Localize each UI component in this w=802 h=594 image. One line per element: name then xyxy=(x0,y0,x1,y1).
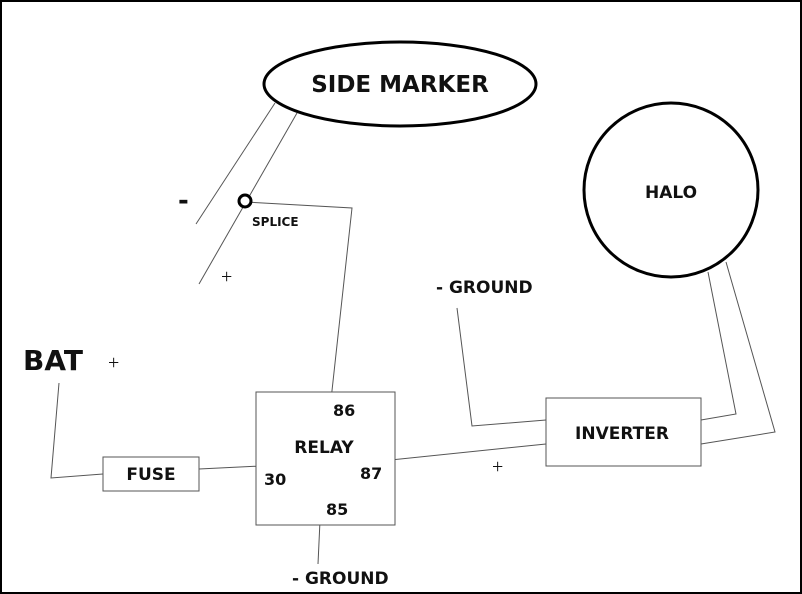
inverter-to-halo-wire-2 xyxy=(700,261,776,445)
relay-ground-label: - GROUND xyxy=(292,569,389,589)
relay-pin-86: 86 xyxy=(333,401,355,420)
inverter-label: INVERTER xyxy=(575,424,669,444)
inverter-to-halo-wire-1 xyxy=(700,271,737,421)
fuse-label: FUSE xyxy=(126,465,175,485)
side-marker-positive-sign: + xyxy=(221,266,232,288)
battery-positive-sign: + xyxy=(108,352,119,374)
relay-label: RELAY xyxy=(294,438,354,458)
halo-lamp xyxy=(582,101,760,279)
inverter-ground-label: - GROUND xyxy=(436,278,533,298)
halo-label: HALO xyxy=(645,183,697,203)
splice-label: SPLICE xyxy=(252,215,299,229)
inverter-positive-sign: + xyxy=(492,456,503,478)
relay-pin-85: 85 xyxy=(326,500,348,519)
inverter-box xyxy=(545,397,702,467)
side-marker-label: SIDE MARKER xyxy=(311,72,489,98)
side-marker-lamp xyxy=(262,40,538,128)
relay-87-to-inverter-wire xyxy=(370,443,547,463)
splice-to-relay-86-wire xyxy=(245,201,353,419)
relay-box xyxy=(255,391,396,526)
relay-pin-30: 30 xyxy=(264,470,286,489)
fuse-box xyxy=(102,456,200,492)
battery-to-fuse-wire xyxy=(50,382,104,479)
side-marker-negative-wire xyxy=(195,102,276,225)
battery-label: BAT xyxy=(23,344,83,377)
relay-pin-87: 87 xyxy=(360,464,382,483)
side-marker-negative-sign: - xyxy=(178,186,189,216)
inverter-ground-wire xyxy=(456,307,547,427)
splice-icon xyxy=(237,193,253,209)
